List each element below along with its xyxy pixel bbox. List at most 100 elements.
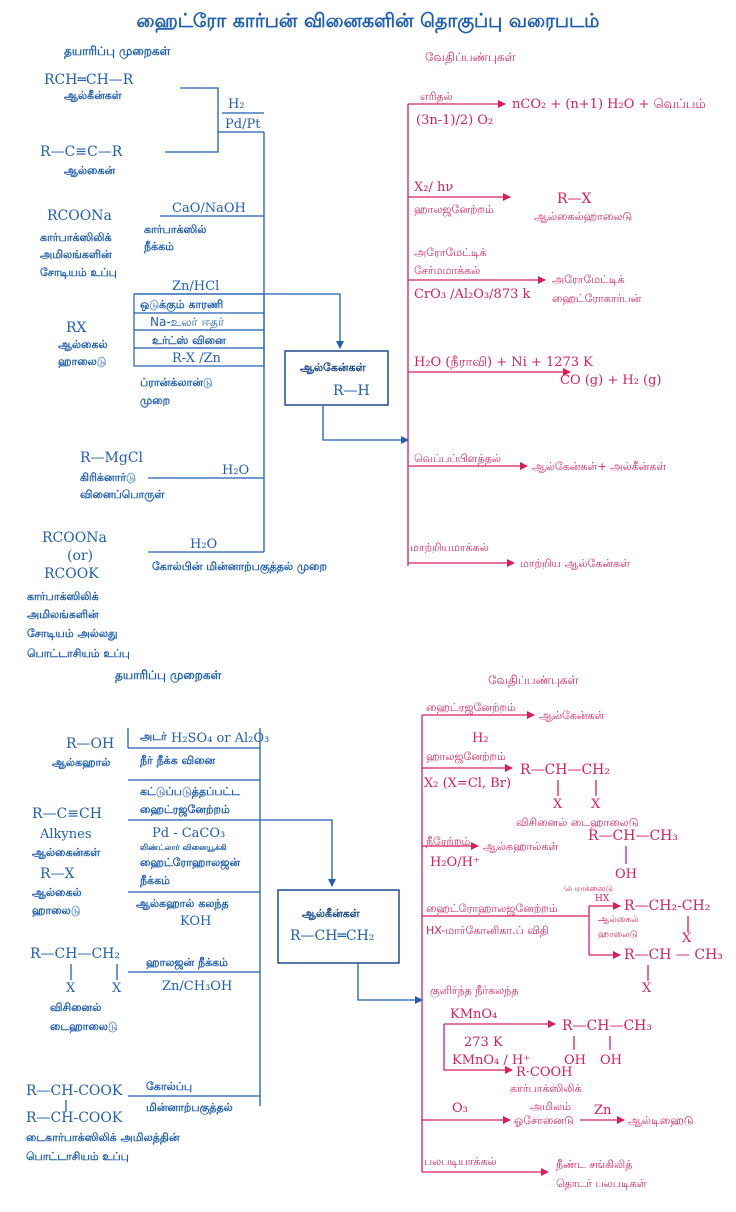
dicarboxylate-name1: டைகார்பாக்ஸிலிக் அமிலத்தின் [26, 1131, 180, 1145]
halide-source-name1: ஆல்கைல் [58, 338, 108, 351]
acid-arrow [443, 1024, 513, 1074]
steam-condition: H₂O (நீராவி) + Ni + 1273 K [414, 355, 593, 370]
hh-name1: ஆல்கைல் [598, 915, 639, 925]
alkene-source-name: ஆல்கீன்கள் [64, 89, 123, 102]
dihalide-formula: R—CH—CH₂ [520, 762, 610, 778]
alkyne-name: ஆல்கைன்கள் [32, 846, 101, 859]
aromatization-condition: CrO₃ /Al₂O₃/873 k [414, 287, 530, 302]
halide-name2: ஹாலைடு [32, 904, 81, 917]
h2-condition: H₂ [228, 97, 245, 112]
hydrohalogenation-label: ஹைட்ரோஹாலஜனேற்றம் [426, 902, 558, 916]
combustion-product: nCO₂ + (n+1) H₂O + வெப்பம் [512, 97, 706, 112]
rxzn-label: R-X /Zn [172, 351, 222, 366]
alkene-to-props-arrow [357, 963, 423, 1004]
ozonide-product: ஓசோனைடு [514, 1114, 574, 1127]
frankland-label1: ப்ரான்க்லான்டு [140, 376, 213, 389]
caonaoh-condition: CaO/NaOH [172, 201, 246, 216]
h2-reagent: H₂ [472, 731, 489, 746]
alcohols-product: ஆல்கஹால்கள் [483, 840, 558, 853]
alcohol-name: ஆல்கஹால் [52, 756, 110, 769]
halide-source-formula: RX [66, 320, 87, 336]
x2-reagent: X₂ (X=Cl, Br) [424, 776, 511, 791]
polymer-product2: தொடர் பலபடிகள் [556, 1177, 647, 1190]
kmno4-reagent: KMnO₄ [450, 1007, 497, 1022]
alkene-connector [180, 87, 264, 133]
vicinal-x1: X [66, 981, 76, 996]
cold-kmno4-label: குளிர்ந்த நீர்கலந்த [430, 984, 519, 999]
zn-reagent: Zn [594, 1103, 612, 1118]
alkene-center-formula: R—CH═CH₂ [290, 928, 374, 944]
kolbe-source-name4: பொட்டாசியம் உப்பு [27, 647, 130, 660]
vicinal-formula: R—CH—CH₂ [30, 946, 120, 962]
acid-name1: கார்பாக்ஸிலிக் [510, 1082, 582, 1095]
acid-name2: அமிலம் [530, 1100, 571, 1113]
alkene-section: தயாரிப்பு முறைகள் வேதிப்பண்புகள் R—OH ஆல… [26, 668, 723, 1190]
alkene-prep-heading: தயாரிப்பு முறைகள் [115, 668, 222, 683]
kolbe-source-formula3: RCOOK [44, 566, 99, 582]
alkyne-formula: R—C≡CH [32, 806, 102, 822]
hh-formula1: R—CH₂-CH₂ [624, 898, 710, 914]
hydration-label: நீரேற்றம் [426, 835, 471, 848]
lindlar-label: லிண்ட்லார் வினையூக்கி [140, 843, 227, 853]
ozone-reagent: O₃ [452, 1101, 468, 1116]
alkane-center-formula: R—H [333, 383, 370, 399]
hh-x1: X [682, 931, 692, 946]
hh-formula2: R—CH — CH₃ [624, 947, 723, 963]
peroxide-label: பெராக்ஸைடு [564, 884, 613, 893]
h2so4-condition: H₂SO₄ or Al₂O₃ [171, 731, 269, 746]
reducing-agent-label: ஒடுக்கும் காரணி [140, 298, 223, 313]
alcohol-oh: OH [615, 867, 637, 882]
vicinal-name2: டைஹாலைடு [50, 1020, 118, 1033]
alkane-center-box [284, 350, 389, 406]
alkane-to-props-arrow [322, 405, 409, 444]
halo-product-name: ஆல்கைல்ஹாலைடு [534, 210, 632, 223]
grignard-h2o: H₂O [222, 463, 249, 478]
alkyne-source-name: ஆல்கைன் [64, 164, 115, 177]
polymerization-label: பலபடியாக்கல் [424, 1155, 497, 1168]
combustion-label: எரிதல் [420, 90, 453, 103]
frankland-label2: முறை [140, 394, 170, 408]
diol-oh1: OH [564, 1053, 586, 1068]
dehalo-label: ஹாலஜன் நீக்கம் [146, 956, 228, 970]
markovnikov-label: HX-மார்கோனிகா.ப் விதி [426, 924, 549, 937]
znch3oh-condition: Zn/CH₃OH [162, 979, 232, 994]
alkane-prep-heading: தயாரிப்பு முறைகள் [64, 44, 171, 59]
conc-label: அடர் [140, 730, 167, 743]
halogenation-condition: X₂/ hν [414, 180, 453, 195]
hydrogenation-label: ஹைட்ரஜனேற்றம் [426, 701, 516, 715]
isomerization-label: மாற்றியமாக்கல் [410, 541, 489, 554]
halide-source-name2: ஹாலைடு [58, 355, 107, 368]
halide-formula: R—X [40, 866, 75, 882]
znhcl-condition: Zn/HCl [172, 279, 219, 294]
kolbe-source-formula2: (or) [67, 548, 93, 564]
pdcaco3-condition: Pd - CaCO₃ [152, 826, 225, 841]
temperature-273k: 273 K [464, 1035, 503, 1050]
dicarboxylate-name2: பொட்டாசியம் உப்பு [26, 1150, 129, 1163]
salt-source-formula: RCOONa [47, 208, 112, 224]
dihalide-x2: X [591, 797, 601, 812]
to-alkene-box-arrow [128, 819, 336, 887]
halogenation-label: ஹாலஜனேற்றம் [426, 750, 506, 764]
hydrogenation-product: ஆல்கேன்கள் [539, 709, 605, 722]
alkene-center-title: ஆல்கீன்கள் [302, 907, 361, 920]
kolbe-label2: மின்னாற்பகுத்தல் [146, 1101, 233, 1116]
salt-source-name2: அமிலங்களின் [40, 248, 112, 261]
hh-name2: ஹாலைடு [598, 930, 638, 940]
aldehyde-product: ஆல்டிஹைடு [628, 1114, 694, 1127]
dehydrohalo-label2: நீக்கம் [139, 874, 170, 888]
kolbe-source-name2: அமிலங்களின் [27, 608, 99, 621]
halogenation-label: ஹாலஜனேற்றம் [414, 203, 494, 217]
decarb-label1: கார்பாக்ஸில் [144, 223, 206, 236]
pyrolysis-label: வெப்பப்பிளத்தல் [414, 452, 501, 465]
hydration-condition: H₂O/H⁺ [430, 855, 480, 870]
kolbe-h2o: H₂O [190, 537, 217, 552]
page-title: ஹைட்ரோ கார்பன் வினைகளின் தொகுப்பு வரைபடம… [137, 10, 600, 34]
salt-source-name1: கார்பாக்ஸிலிக் [40, 231, 112, 244]
na-ether-label: Na-உலர் ஈதர் [150, 315, 225, 329]
controlled-label2: ஹைட்ரஜனேற்றம் [140, 803, 230, 817]
dihalide-x1: X [553, 797, 563, 812]
acid-formula: R·COOH [516, 1065, 573, 1080]
kolbe-source-formula1: RCOONa [42, 530, 107, 546]
dicarboxylate-formula1: R—CH-COOK [26, 1083, 123, 1099]
